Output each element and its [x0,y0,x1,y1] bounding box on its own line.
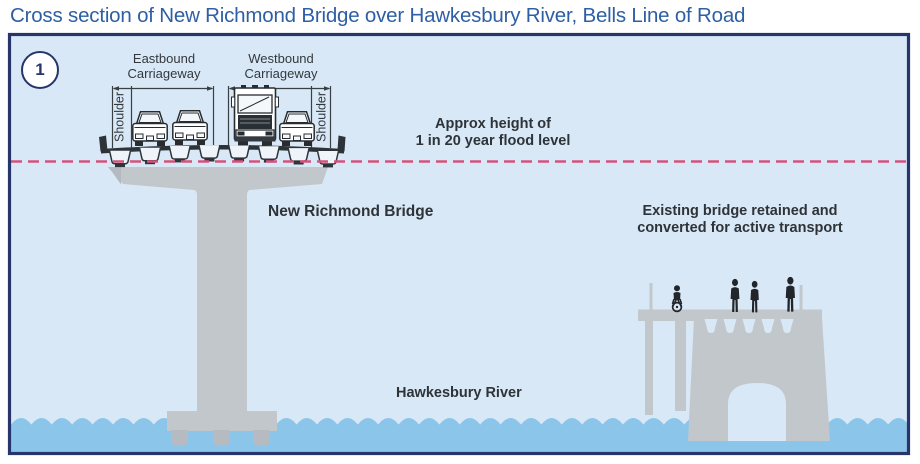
new-bridge-label: New Richmond Bridge [268,203,434,220]
diagram-frame [7,32,911,456]
new-bridge-deck [99,135,346,154]
diagram-number: 1 [35,60,45,79]
page-title: Cross section of New Richmond Bridge ove… [10,4,746,27]
eastbound-carriageway-label: Eastbound Carriageway [127,51,201,81]
westbound-carriageway-label: Westbound Carriageway [244,51,318,81]
existing-bridge-label-line1: Existing bridge retained and [642,203,838,219]
existing-bridge-label-line2: converted for active transport [637,220,843,237]
flood-level-label: Approx height of 1 in 20 year flood leve… [368,116,618,150]
new-bridge-pier [108,167,328,446]
diagram-number-badge: 1 [21,51,59,89]
shoulder-label-left: Shoulder [112,91,127,142]
flood-level-label-line2: 1 in 20 year flood level [415,133,571,150]
existing-bridge [638,283,830,441]
river-label: Hawkesbury River [396,385,522,401]
dimension-arrows [112,86,331,91]
flood-level-label-line1: Approx height of [435,116,551,132]
truck-icon [231,85,279,146]
existing-bridge-label: Existing bridge retained and converted f… [614,203,866,237]
shoulder-label-right: Shoulder [314,91,329,142]
